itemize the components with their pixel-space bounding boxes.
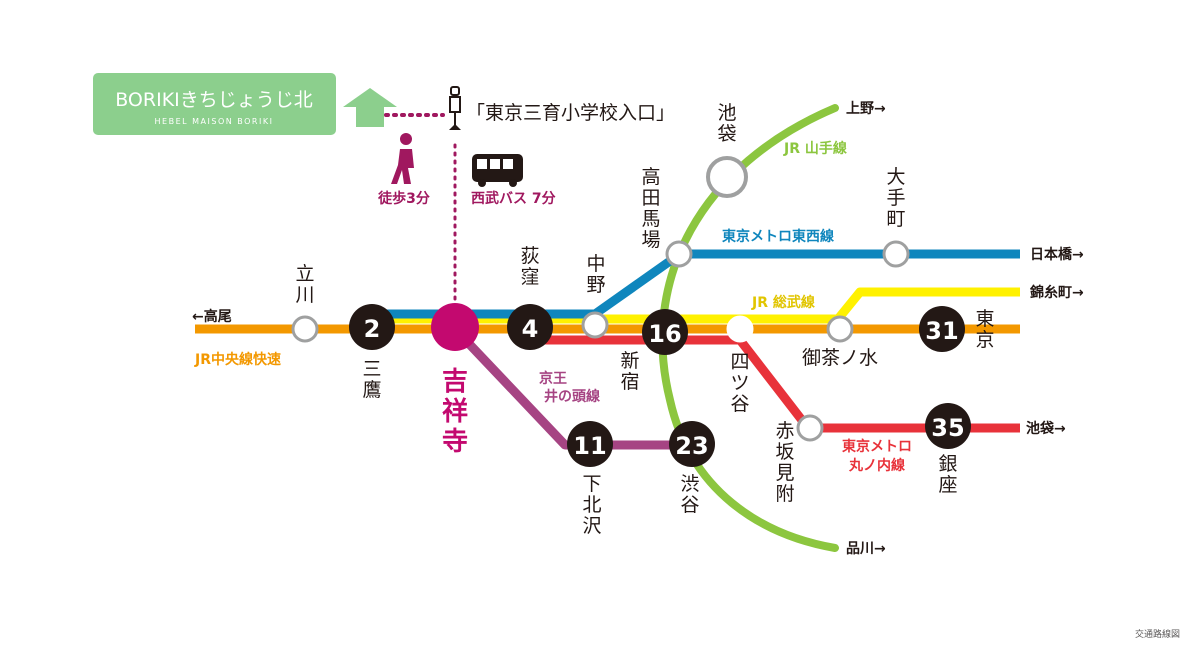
station-name-ogikubo: 荻窪 [520,245,539,288]
bus-stop-label: 「東京三育小学校入口」 [466,102,675,124]
station-name-ginza: 銀座 [938,453,957,496]
station-name-takadanobaba: 高田馬場 [641,166,660,251]
brand-box: BORIKIきちじょうじ北 HEBEL MAISON BORIKI [93,73,336,135]
bus-time: 西武バス 7分 [471,190,556,207]
station-name-shinjuku: 新宿 [620,350,639,393]
direction-ikebukuro: 池袋→ [1026,420,1066,437]
station-name-shimokitazawa: 下北沢 [582,473,601,537]
svg-text:23: 23 [675,432,708,460]
marunouchi-label-1: 東京メトロ [842,438,912,455]
tozai-line [385,249,1020,319]
station-name-shibuya: 渋谷 [680,473,699,516]
sobu-label: JR 総武線 [751,294,815,311]
main-station-char-2: 祥 [442,397,468,427]
station-tachikawa-marker [291,315,319,343]
station-akasakamitsuke-marker [796,414,824,442]
inokashira-label-1: 京王 [539,370,567,387]
station-name-tokyo: 東京 [975,308,994,351]
minutes-badge-shimokitazawa: 11 [567,421,613,467]
station-name-akasakamitsuke: 赤坂見附 [775,420,794,505]
svg-text:16: 16 [648,320,681,348]
station-name-yotsuya: 四ツ谷 [730,351,749,415]
direction-nihonbashi: 日本橋→ [1030,246,1084,263]
main-station-char-1: 吉 [442,367,468,397]
inokashira-line [451,325,692,450]
brand-subtitle: HEBEL MAISON BORIKI [155,117,274,126]
footer-caption: 交通路線図 [1135,628,1180,640]
station-name-tachikawa: 立川 [295,263,314,306]
up-arrow-icon [343,88,397,127]
station-nakano-marker [581,311,609,339]
svg-text:2: 2 [364,315,381,343]
minutes-badge-shibuya: 23 [669,421,715,467]
direction-ueno: 上野→ [846,101,886,117]
marunouchi-label-2: 丸ノ内線 [848,457,905,474]
station-yotsuya-marker [726,315,754,343]
bus-stop-icon [449,86,461,130]
svg-text:35: 35 [931,414,964,442]
main-station-marker [431,303,479,351]
inokashira-label-2: 井の頭線 [544,388,600,405]
main-station-char-3: 寺 [442,427,468,457]
tozai-label: 東京メトロ東西線 [722,228,834,245]
minutes-badge-ginza: 35 [925,403,971,449]
minutes-badge-tokyo: 31 [919,306,965,352]
station-name-ochanomizu: 御茶ノ水 [802,347,878,369]
station-name-nakano: 中野 [586,253,605,296]
chuo-rapid-label: JR中央線快速 [194,351,281,368]
station-takadanobaba-marker [665,240,693,268]
direction-shinagawa: 品川→ [846,541,886,557]
station-name-otemachi: 大手町 [886,166,905,230]
yamanote-label: JR 山手線 [783,140,847,157]
marunouchi-line [545,335,1020,433]
svg-text:11: 11 [573,432,606,460]
svg-text:31: 31 [925,317,958,345]
walking-person-icon [391,133,414,184]
bus-icon [472,154,523,187]
station-ochanomizu-marker [826,315,854,343]
minutes-badge-ogikubo: 4 [507,304,553,350]
station-ikebukuro-marker [706,156,748,198]
direction-kinshicho: 錦糸町→ [1030,284,1084,301]
minutes-badge-shinjuku: 16 [642,309,688,355]
walk-time: 徒歩3分 [377,190,430,207]
station-name-ikebukuro: 池袋 [717,102,736,145]
station-name-mitaka: 三鷹 [362,358,381,401]
minutes-badge-mitaka: 2 [349,304,395,350]
station-otemachi-marker [882,240,910,268]
direction-takao: ←高尾 [192,308,232,325]
svg-text:4: 4 [522,315,539,343]
brand-name: BORIKIきちじょうじ北 [115,89,313,111]
